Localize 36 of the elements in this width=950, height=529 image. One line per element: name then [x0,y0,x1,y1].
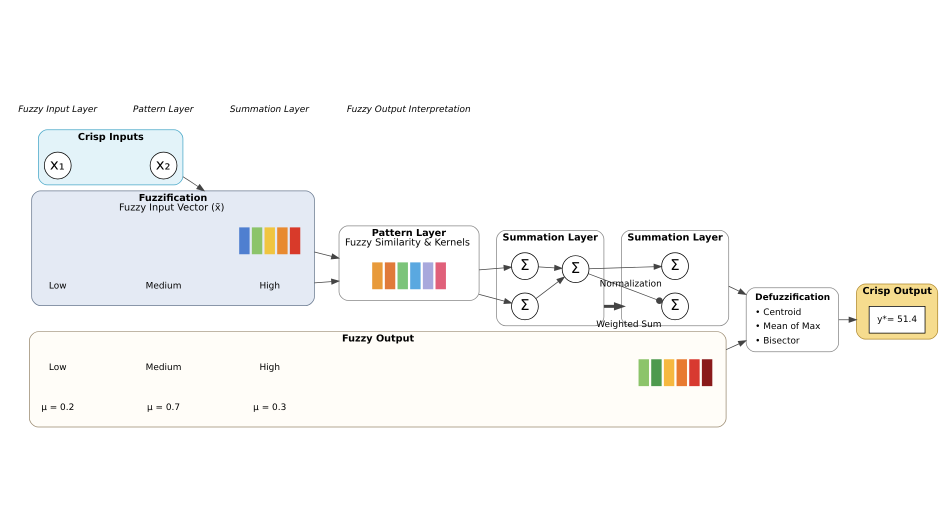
arrow [478,264,513,270]
label: Pattern Layer [133,104,194,114]
arrow [588,263,663,270]
label: High [259,362,280,372]
arrow [478,293,513,304]
label: High [259,281,280,292]
label: Summation Layer [230,104,309,114]
label: Fuzzy Input Layer [18,104,98,114]
label: Fuzzy Output Interpretation [346,104,471,114]
label: μ = 0.7 [147,402,180,412]
label: μ = 0.2 [41,402,74,412]
node-box: Defuzzification • Centroid • Mean of Max • Bisector [746,286,839,352]
node-circle: x₂ [150,151,178,179]
node-box: y*= 51.4 [868,305,926,334]
label: Medium [146,281,182,292]
node-label: Weighted Sum [596,319,662,330]
arrow [314,278,340,284]
node-circle: Σ [661,252,689,280]
arrow [604,302,626,310]
node-circle: Σ [511,252,539,280]
arrow [314,251,340,259]
label: μ = 0.3 [253,402,286,412]
arrow [536,276,566,298]
node-circle: Σ [661,292,689,320]
arrow [838,316,858,322]
label: Low [48,281,67,292]
node-circle: x₁ [44,151,72,179]
label: Low [48,362,67,372]
cluster: Pattern Layer Fuzzy Similarity & Kernels [338,225,480,300]
arrow [728,285,747,295]
arrow [726,340,748,350]
node-circle: Σ [511,292,539,320]
node-circle: Σ [562,254,590,282]
arrow [538,264,564,270]
arrow [182,176,206,191]
label: Medium [146,362,182,372]
